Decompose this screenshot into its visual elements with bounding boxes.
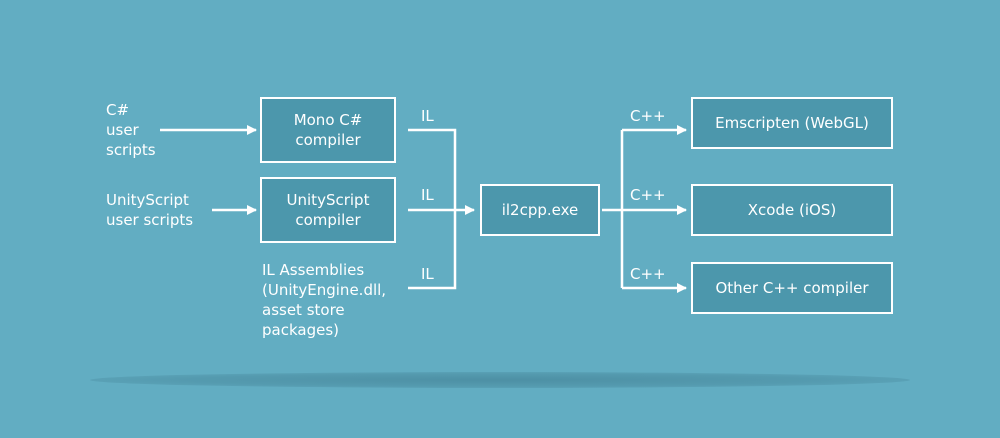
mono-compiler-label: Mono C# compiler bbox=[293, 111, 363, 149]
other-cpp-compiler-label: Other C++ compiler bbox=[715, 279, 869, 297]
csharp-user-scripts-label: C# user scripts bbox=[106, 101, 156, 159]
other-cpp-compiler-box: Other C++ compiler bbox=[691, 262, 893, 314]
emscripten-label: Emscripten (WebGL) bbox=[715, 114, 869, 132]
il-label-top: IL bbox=[421, 107, 434, 125]
cpp-label-top: C++ bbox=[630, 107, 666, 125]
mono-compiler-box: Mono C# compiler bbox=[260, 97, 396, 163]
emscripten-box: Emscripten (WebGL) bbox=[691, 97, 893, 149]
xcode-label: Xcode (iOS) bbox=[747, 201, 837, 219]
il-line-top bbox=[408, 128, 457, 210]
cpp-label-bottom: C++ bbox=[630, 265, 666, 283]
il-label-middle: IL bbox=[421, 186, 434, 204]
il-assemblies-label: IL Assemblies (UnityEngine.dll, asset st… bbox=[262, 261, 387, 339]
il2cpp-label: il2cpp.exe bbox=[501, 201, 579, 219]
xcode-box: Xcode (iOS) bbox=[691, 184, 893, 236]
il-line-bottom bbox=[408, 210, 457, 290]
il2cpp-box: il2cpp.exe bbox=[480, 184, 600, 236]
il-label-bottom: IL bbox=[421, 265, 434, 283]
unityscript-compiler-label: UnityScript compiler bbox=[286, 191, 370, 229]
unityscript-compiler-box: UnityScript compiler bbox=[260, 177, 396, 243]
cpp-label-middle: C++ bbox=[630, 186, 666, 204]
floor-shadow bbox=[90, 372, 910, 388]
unityscript-user-scripts-label: UnityScript user scripts bbox=[106, 191, 194, 229]
